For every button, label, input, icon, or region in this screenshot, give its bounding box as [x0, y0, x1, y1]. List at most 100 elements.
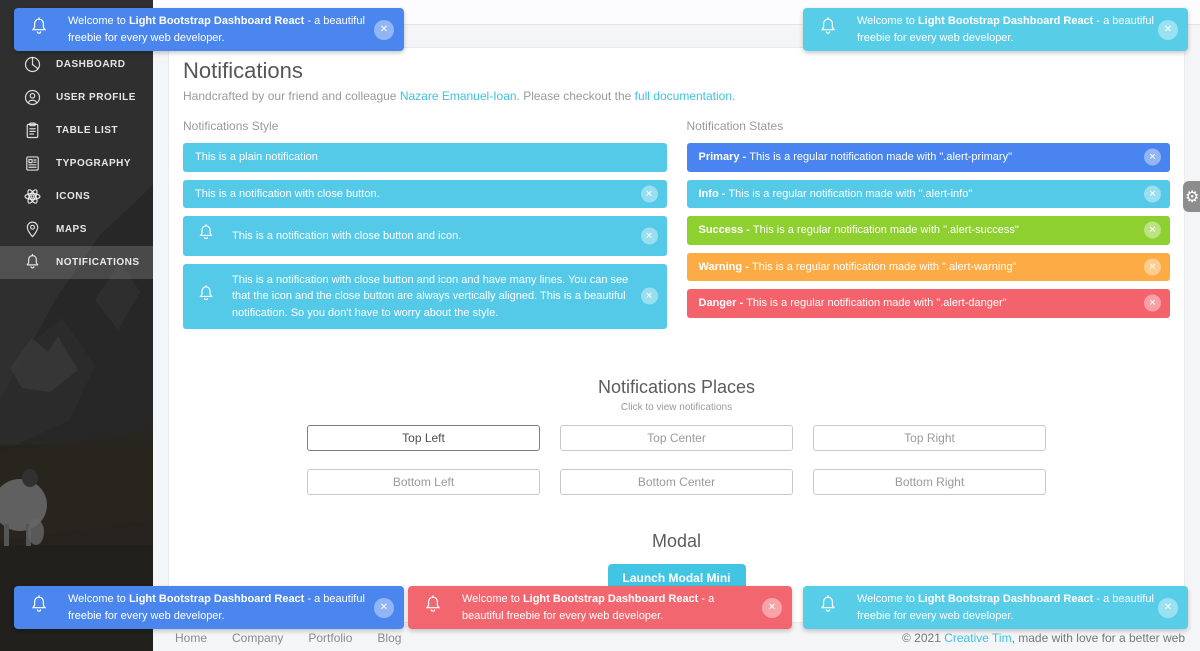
sidebar-item-notifications[interactable]: NOTIFICATIONS	[0, 246, 153, 279]
top-left-button[interactable]: Top Left	[307, 425, 540, 451]
alert-text: This is a regular notification made with…	[746, 297, 1007, 309]
top-center-button[interactable]: Top Center	[560, 425, 793, 451]
alert-warning: Warning - This is a regular notification…	[686, 252, 1170, 281]
close-icon[interactable]: ✕	[1144, 185, 1161, 203]
close-icon[interactable]: ✕	[1144, 221, 1161, 239]
settings-gear-button[interactable]: ⚙	[1183, 181, 1200, 212]
documentation-link[interactable]: full documentation	[634, 89, 733, 103]
modal-title: Modal	[651, 531, 702, 551]
top-right-button[interactable]: Top Right	[813, 425, 1046, 451]
alert-primary: Primary - This is a regular notification…	[686, 143, 1170, 172]
alert-text: This is a regular notification made with…	[749, 151, 1012, 163]
close-icon[interactable]: ✕	[1144, 294, 1161, 312]
sidebar-item-label: DASHBOARD	[56, 59, 126, 70]
states-column-label: Notification States	[686, 119, 784, 133]
states-column: Notification States Primary - This is a …	[686, 119, 1170, 337]
close-icon[interactable]: ✕	[1158, 19, 1178, 40]
close-icon[interactable]: ✕	[374, 19, 394, 40]
toast-message: Welcome to Light Bootstrap Dashboard Rea…	[857, 15, 1154, 44]
toast-message: Welcome to Light Bootstrap Dashboard Rea…	[462, 593, 715, 622]
main-area: Notifications Handcrafted by our friend …	[153, 0, 1200, 651]
sidebar-item-icons[interactable]: ICONS	[0, 180, 153, 213]
close-icon[interactable]: ✕	[640, 287, 658, 305]
clipboard-icon	[21, 120, 43, 142]
toast-message: Welcome to Light Bootstrap Dashboard Rea…	[68, 593, 365, 622]
notifications-card: Notifications Handcrafted by our friend …	[168, 47, 1185, 623]
alert-text: This is a regular notification made with…	[728, 187, 973, 200]
close-icon[interactable]: ✕	[1144, 148, 1161, 166]
places-grid: Top Left Top Center Top Right Bottom Lef…	[183, 425, 1170, 495]
close-icon[interactable]: ✕	[640, 185, 658, 203]
alert-text: This is a notification with close button…	[195, 187, 380, 200]
alert-state-label: Info -	[698, 187, 729, 200]
sidebar-dark-overlay	[0, 0, 153, 651]
bell-icon	[816, 15, 840, 44]
footer-link-company[interactable]: Company	[232, 631, 284, 645]
alert-with-close-icon: This is a notification with close button…	[183, 216, 667, 256]
places-title: Notifications Places	[597, 377, 756, 397]
creative-tim-link[interactable]: Creative Tim	[944, 631, 1012, 645]
sidebar: DASHBOARD USER PROFILE TABLE LIST TYPOGR…	[0, 0, 153, 651]
alert-plain: This is a plain notification	[183, 143, 667, 172]
sidebar-item-label: USER PROFILE	[56, 92, 136, 103]
footer-links: Home Company Portfolio Blog	[175, 631, 401, 645]
close-icon[interactable]: ✕	[1158, 597, 1178, 618]
footer: Home Company Portfolio Blog © 2021 Creat…	[153, 623, 1200, 651]
content: Notifications Handcrafted by our friend …	[153, 25, 1200, 623]
sidebar-item-dashboard[interactable]: DASHBOARD	[0, 48, 153, 81]
modal-section: Modal Launch Modal Mini	[183, 531, 1170, 592]
atom-icon	[21, 186, 43, 208]
close-icon[interactable]: ✕	[1144, 258, 1161, 276]
sidebar-item-user-profile[interactable]: USER PROFILE	[0, 81, 153, 114]
bell-icon	[195, 283, 217, 311]
page-subtitle: Handcrafted by our friend and colleague …	[183, 89, 1170, 103]
alert-state-label: Primary -	[698, 151, 750, 163]
toast-bottom-right: Welcome to Light Bootstrap Dashboard Rea…	[803, 586, 1188, 629]
bell-icon	[195, 222, 217, 250]
sidebar-item-label: TABLE LIST	[56, 125, 119, 136]
alert-state-label: Warning -	[698, 260, 752, 273]
bell-icon	[21, 252, 43, 274]
alert-text: This is a notification with close button…	[232, 273, 629, 319]
sidebar-item-label: MAPS	[56, 224, 87, 235]
styles-column: Notifications Style This is a plain noti…	[183, 119, 667, 337]
subtitle-text: .	[732, 89, 736, 103]
sidebar-item-label: ICONS	[56, 191, 91, 202]
page-title: Notifications	[183, 58, 303, 83]
bell-icon	[27, 593, 51, 622]
close-icon[interactable]: ✕	[374, 597, 394, 618]
footer-link-home[interactable]: Home	[175, 631, 208, 645]
bell-icon	[816, 593, 840, 622]
sidebar-item-typography[interactable]: TYPOGRAPHY	[0, 147, 153, 180]
alert-text: This is a regular notification made with…	[751, 260, 1017, 273]
bottom-right-button[interactable]: Bottom Right	[813, 469, 1046, 495]
subtitle-text: Handcrafted by our friend and colleague	[183, 89, 400, 103]
alert-danger: Danger - This is a regular notification …	[686, 289, 1170, 318]
author-link[interactable]: Nazare Emanuel-Ioan	[399, 89, 517, 103]
subtitle-text: . Please checkout the	[516, 89, 635, 103]
sidebar-item-table-list[interactable]: TABLE LIST	[0, 114, 153, 147]
copyright: © 2021 Creative Tim, made with love for …	[902, 631, 1185, 645]
bottom-left-button[interactable]: Bottom Left	[307, 469, 540, 495]
bell-icon	[27, 15, 51, 44]
styles-column-label: Notifications Style	[183, 119, 279, 133]
toast-top-left: Welcome to Light Bootstrap Dashboard Rea…	[14, 8, 404, 51]
gear-icon: ⚙	[1185, 188, 1200, 206]
user-circle-icon	[21, 87, 43, 109]
close-icon[interactable]: ✕	[762, 597, 782, 618]
sidebar-item-label: NOTIFICATIONS	[56, 257, 140, 268]
alert-state-label: Danger -	[698, 297, 747, 309]
sidebar-nav: DASHBOARD USER PROFILE TABLE LIST TYPOGR…	[0, 48, 153, 279]
footer-link-portfolio[interactable]: Portfolio	[308, 631, 353, 645]
bottom-center-button[interactable]: Bottom Center	[560, 469, 793, 495]
sidebar-item-maps[interactable]: MAPS	[0, 213, 153, 246]
alert-text: This is a notification with close button…	[232, 229, 462, 242]
alert-text: This is a regular notification made with…	[752, 224, 1019, 236]
alert-text: This is a plain notification	[195, 151, 318, 163]
footer-link-blog[interactable]: Blog	[377, 631, 402, 645]
sidebar-item-label: TYPOGRAPHY	[56, 158, 132, 169]
places-hint: Click to view notifications	[620, 402, 733, 413]
alert-success: Success - This is a regular notification…	[686, 216, 1170, 245]
close-icon[interactable]: ✕	[640, 227, 658, 245]
